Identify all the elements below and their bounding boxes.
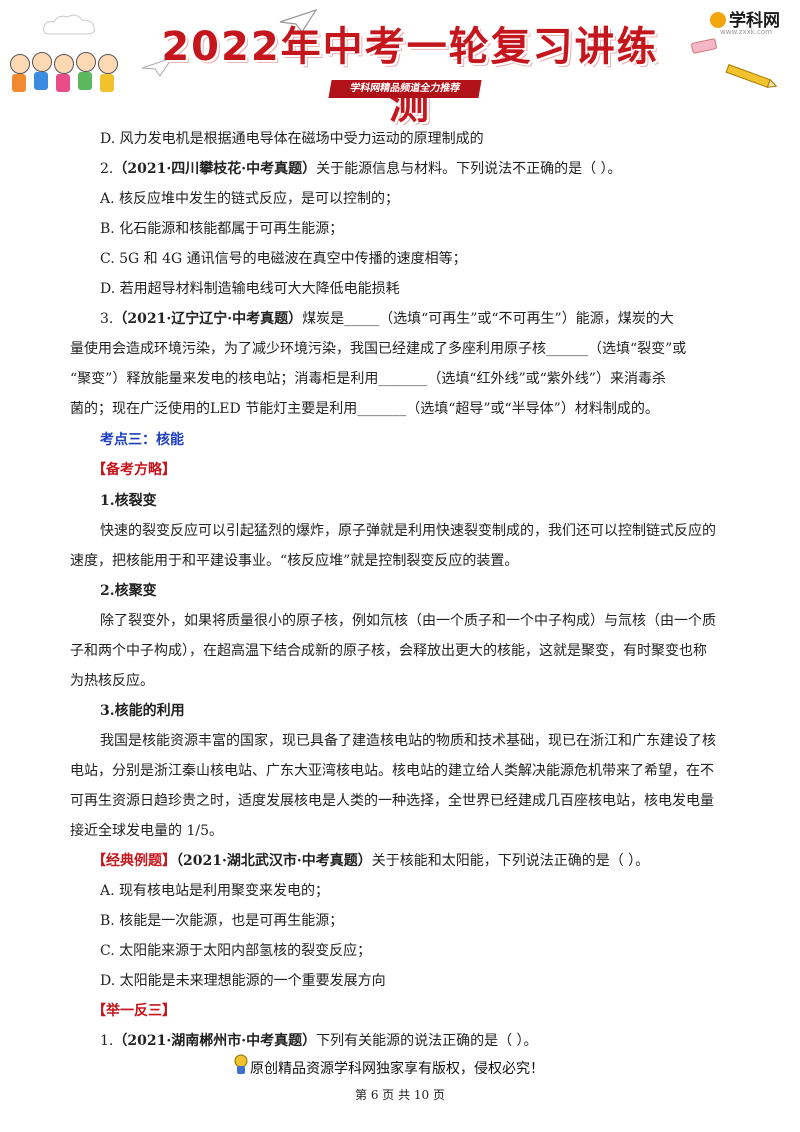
question-continuation: “聚变”）释放能量来发电的核电站；消毒柜是利用_______（选填“红外线”或“… bbox=[70, 371, 666, 387]
cloud-icon bbox=[43, 14, 95, 35]
question-number: 1. bbox=[100, 1033, 114, 1049]
logo-mark-icon bbox=[710, 12, 726, 28]
example-label: 【经典例题】 bbox=[92, 853, 176, 869]
practice-question: 1.（2021·湖南郴州市·中考真题）下列有关能源的说法正确的是（ ）。 bbox=[100, 1031, 740, 1051]
paragraph-line: 子和两个中子构成），在超高温下结合成新的原子核，会释放出更大的核能，这就是聚变，… bbox=[70, 643, 707, 659]
example-text: 关于核能和太阳能，下列说法正确的是（ ）。 bbox=[371, 853, 650, 869]
page-number: 第 6 页 共 10 页 bbox=[355, 1088, 445, 1102]
logo-text: 学科网 bbox=[729, 11, 780, 31]
subheading-fusion: 2.核聚变 bbox=[100, 583, 157, 599]
paragraph-line: 速度，把核能用于和平建设事业。“核反应堆”就是控制裂变反应的装置。 bbox=[70, 553, 519, 569]
option-line: D. 太阳能是未来理想能源的一个重要发展方向 bbox=[100, 973, 386, 989]
paper-plane-icon bbox=[279, 8, 318, 34]
example-question: 【经典例题】（2021·湖北武汉市·中考真题）关于核能和太阳能，下列说法正确的是… bbox=[92, 851, 732, 871]
paragraph-line: 可再生资源日趋珍贵之时，适度发展核电是人类的一种选择，全世界已经建成几百座核电站… bbox=[70, 793, 714, 809]
question-continuation: 量使用会造成环境污染，为了减少环境污染，我国已经建成了多座利用原子核______… bbox=[70, 341, 687, 357]
paper-plane-icon bbox=[141, 57, 174, 77]
pencil-icon bbox=[725, 64, 778, 88]
paragraph-line: 接近全球发电量的 1/5。 bbox=[70, 823, 223, 839]
strategy-label: 【备考方略】 bbox=[92, 462, 176, 478]
question-source: （2021·四川攀枝花·中考真题） bbox=[113, 161, 317, 177]
option-line: D. 若用超导材料制造输电线可大大降低电能损耗 bbox=[100, 281, 400, 297]
option-line: C. 太阳能来源于太阳内部氢核的裂变反应； bbox=[100, 943, 372, 959]
site-logo: 学科网 bbox=[710, 6, 780, 31]
option-line: A. 现有核电站是利用聚变来发电的； bbox=[100, 883, 330, 899]
paragraph-line: 快速的裂变反应可以引起猛烈的爆炸，原子弹就是利用快速裂变制成的，我们还可以控制链… bbox=[100, 523, 716, 539]
question-source: （2021·辽宁辽宁·中考真题） bbox=[113, 311, 303, 327]
option-line: B. 化石能源和核能都属于可再生能源； bbox=[100, 221, 344, 237]
banner-subtitle: 学科网精品频道全力推荐 bbox=[328, 80, 482, 98]
option-line: C. 5G 和 4G 通讯信号的电磁波在真空中传播的速度相等； bbox=[100, 251, 467, 267]
paragraph-line: 为热核反应。 bbox=[70, 673, 154, 689]
practice-label: 【举一反三】 bbox=[92, 1003, 176, 1019]
example-source: （2021·湖北武汉市·中考真题） bbox=[176, 853, 372, 869]
question-line: 3.（2021·辽宁辽宁·中考真题）煤炭是_____（选填“可再生”或“不可再生… bbox=[100, 309, 740, 329]
mascot-icon bbox=[234, 1054, 248, 1074]
header-banner: 2022年中考一轮复习讲练测 学科网精品频道全力推荐 学科网 www.zxxk.… bbox=[0, 0, 800, 128]
option-line: D. 风力发电机是根据通电导体在磁场中受力运动的原理制成的 bbox=[100, 131, 484, 147]
option-line: B. 核能是一次能源，也是可再生能源； bbox=[100, 913, 344, 929]
paragraph-line: 除了裂变外，如果将质量很小的原子核，例如氘核（由一个质子和一个中子构成）与氚核（… bbox=[100, 613, 716, 629]
eraser-icon bbox=[691, 38, 717, 54]
practice-text: 下列有关能源的说法正确的是（ ）。 bbox=[316, 1033, 538, 1049]
question-number: 2. bbox=[100, 161, 114, 177]
question-text: 煤炭是_____（选填“可再生”或“不可再生”）能源，煤炭的大 bbox=[302, 311, 674, 327]
question-continuation: 菌的；现在广泛使用的LED 节能灯主要是利用_______（选填“超导”或“半导… bbox=[70, 401, 659, 417]
banner-title: 2022年中考一轮复习讲练测 bbox=[161, 24, 659, 128]
subheading-utilization: 3.核能的利用 bbox=[100, 703, 185, 719]
question-number: 3. bbox=[100, 311, 114, 327]
logo-url: www.zxxk.com bbox=[720, 28, 772, 36]
paragraph-line: 我国是核能资源丰富的国家，现已具备了建造核电站的物质和技术基础，现已在浙江和广东… bbox=[100, 733, 716, 749]
option-line: A. 核反应堆中发生的链式反应，是可以控制的； bbox=[100, 191, 400, 207]
paragraph-line: 电站，分别是浙江秦山核电站、广东大亚湾核电站。核电站的建立给人类解决能源危机带来… bbox=[70, 763, 714, 779]
question-text: 关于能源信息与材料。下列说法不正确的是（ ）。 bbox=[316, 161, 622, 177]
subheading-fission: 1.核裂变 bbox=[100, 493, 157, 509]
copyright-slogan: 原创精品资源学科网独家享有版权，侵权必究！ bbox=[250, 1061, 544, 1077]
practice-source: （2021·湖南郴州市·中考真题） bbox=[113, 1033, 317, 1049]
question-line: 2.（2021·四川攀枝花·中考真题）关于能源信息与材料。下列说法不正确的是（ … bbox=[100, 159, 740, 179]
section-title: 考点三：核能 bbox=[100, 432, 184, 448]
children-illustration bbox=[8, 52, 133, 102]
